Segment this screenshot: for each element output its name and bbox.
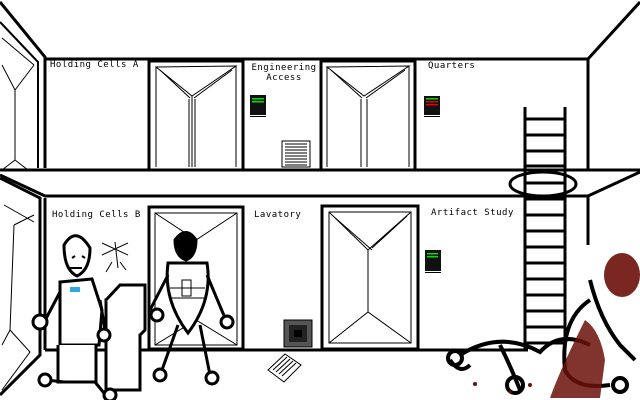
tentacle-creature — [446, 279, 637, 395]
door-artifact-study-hotspot[interactable] — [322, 206, 418, 349]
room-label-quarters[interactable]: Quarters — [428, 61, 476, 71]
door-holding-cells-a — [147, 59, 245, 172]
blood-splatter — [473, 253, 640, 398]
insect-creature — [101, 241, 129, 273]
paper-note-hotspot[interactable] — [266, 352, 302, 384]
keypad-panel-engineering — [250, 95, 266, 117]
door-quarters — [319, 59, 417, 172]
keypad-panel-artifact-study — [425, 250, 441, 273]
vent-grate — [281, 140, 311, 168]
door-holding-cells-a-hotspot[interactable] — [149, 61, 243, 170]
label-line: Engineering — [251, 63, 317, 73]
floor-vent-lavatory — [283, 319, 313, 348]
room-label-holding-cells-b[interactable]: Holding Cells B — [52, 210, 141, 220]
crates — [104, 283, 147, 392]
ladder-hotspot[interactable] — [523, 105, 568, 350]
suited-character — [148, 231, 235, 386]
door-artifact-study — [320, 204, 420, 351]
ladder — [508, 107, 578, 350]
room-label-lavatory[interactable]: Lavatory — [254, 210, 302, 220]
room-label-engineering-access[interactable]: Engineering Access — [244, 63, 324, 83]
label-line: Access — [266, 73, 302, 83]
keypad-panel-quarters — [424, 96, 440, 117]
door-lavatory-hotspot[interactable] — [149, 207, 243, 349]
blue-badge — [70, 287, 80, 292]
door-quarters-hotspot[interactable] — [321, 61, 415, 170]
room-label-artifact-study[interactable]: Artifact Study — [431, 208, 514, 218]
guard-character — [31, 234, 118, 400]
room-label-holding-cells-a[interactable]: Holding Cells A — [50, 60, 139, 70]
paper-note — [267, 353, 302, 383]
